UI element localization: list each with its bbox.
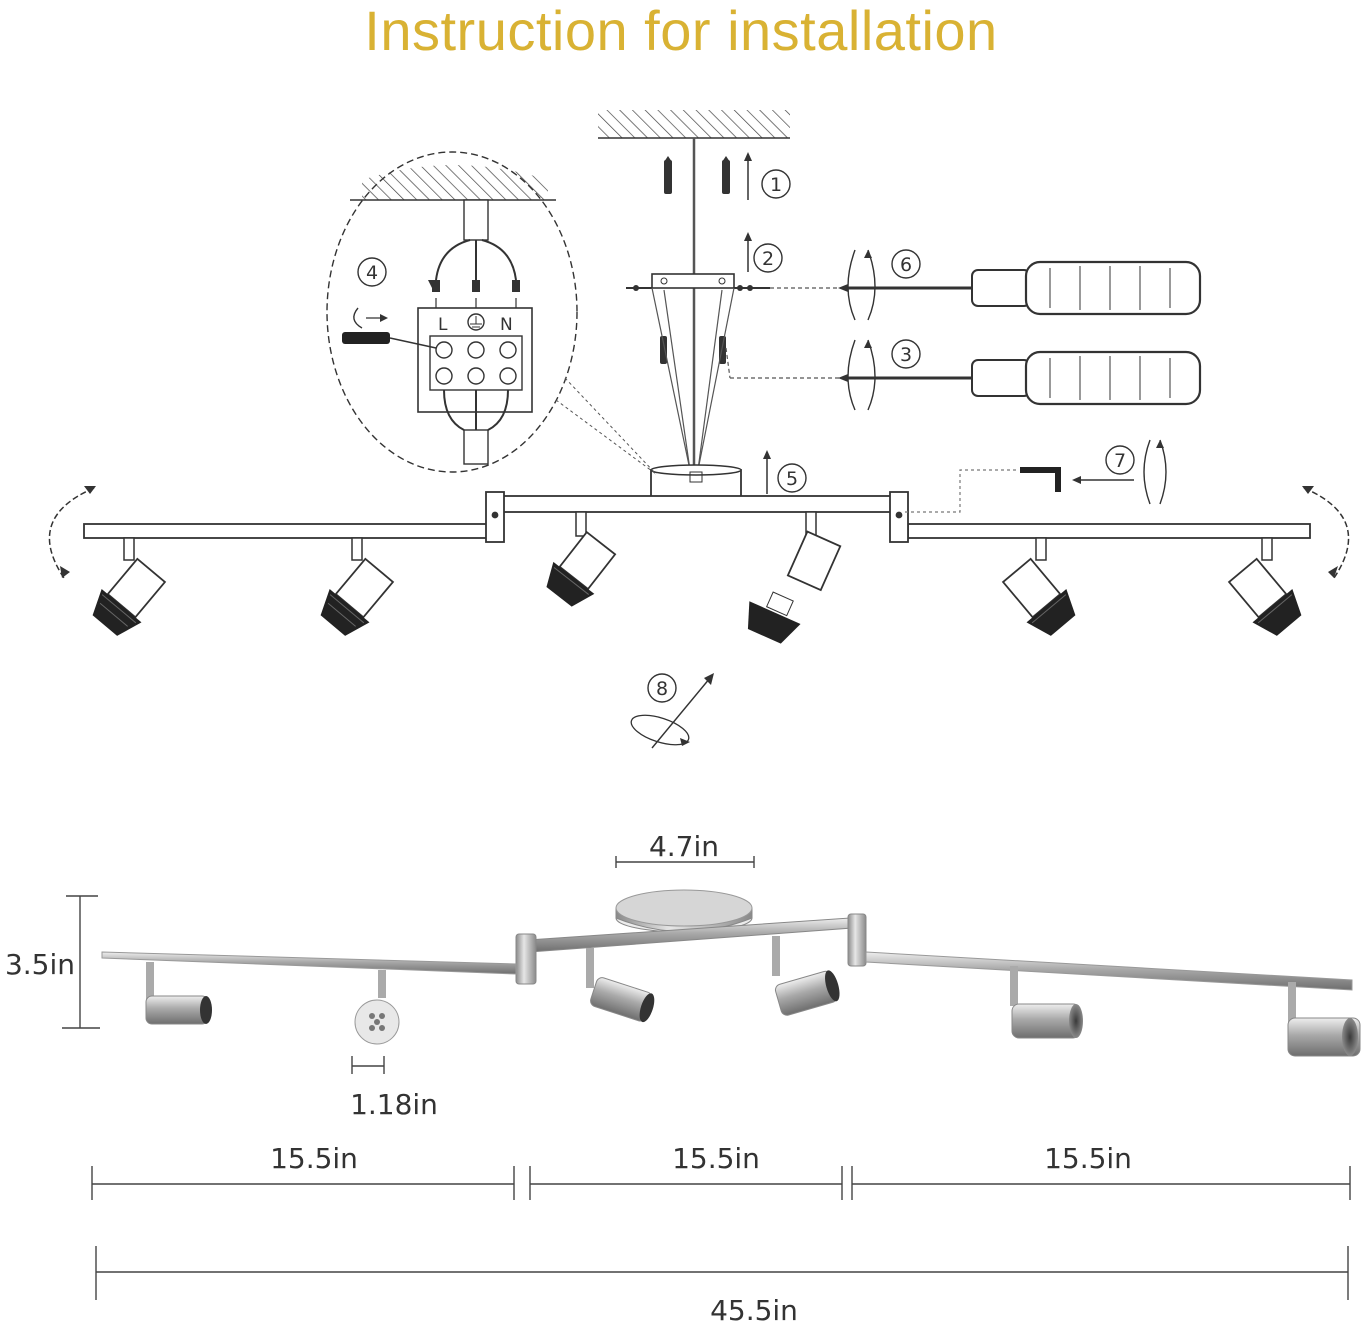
light-bar [83, 491, 1311, 543]
step-2-label: 2 [762, 248, 774, 270]
spotlight-head [1227, 537, 1302, 636]
dim-arm-right: 15.5in [1044, 1142, 1132, 1175]
ceiling [598, 110, 790, 139]
dim-total-length: 45.5in [710, 1294, 798, 1326]
spotlight-head [92, 537, 167, 636]
dim-arm-left: 15.5in [270, 1142, 358, 1175]
step-6-label: 6 [900, 254, 912, 276]
screwdriver-icon [838, 339, 1202, 411]
wiring-detail: L N [326, 151, 657, 475]
step-7-label: 7 [1114, 450, 1126, 472]
ceiling-anchors [664, 156, 730, 194]
spotlight-head [747, 511, 842, 644]
step-number-badges [357, 169, 1135, 703]
spotlight-head [1001, 537, 1076, 636]
step-1-label: 1 [770, 174, 782, 196]
page-title: Instruction for installation [364, 0, 998, 62]
step-5-label: 5 [786, 468, 798, 490]
step-3-label: 3 [900, 344, 912, 366]
terminal-live-label: L [438, 315, 448, 335]
dim-height: 3.5in [5, 948, 75, 981]
bulb-rotate-arrow-icon [630, 673, 714, 749]
spotlight-head [546, 511, 617, 607]
rotate-arrow-icon [1303, 487, 1350, 579]
mounting-bracket [626, 273, 770, 291]
dimension-lines [62, 856, 1351, 1300]
dim-head-diameter: 1.18in [350, 1088, 438, 1121]
canopy [650, 464, 742, 501]
screwdriver-icon [838, 249, 1202, 321]
dim-arm-center: 15.5in [672, 1142, 760, 1175]
fixture-photo [101, 889, 1361, 1057]
hex-key-icon [905, 439, 1167, 513]
rotate-arrow-icon [48, 487, 95, 579]
spotlight-head [320, 537, 395, 636]
terminal-neutral-label: N [500, 315, 513, 335]
step-4-label: 4 [366, 262, 378, 284]
step-8-label: 8 [656, 678, 668, 700]
dim-base-diameter: 4.7in [649, 830, 719, 863]
